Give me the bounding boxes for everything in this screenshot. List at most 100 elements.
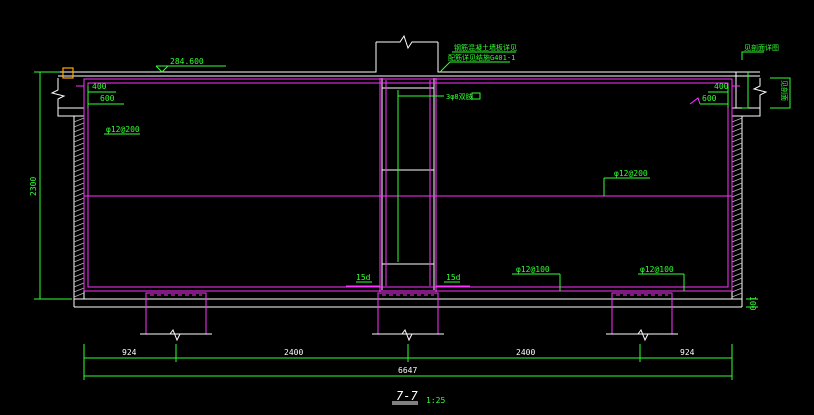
hatch-line [731, 162, 743, 168]
hatch-line [731, 147, 743, 153]
hatch-line [731, 172, 743, 178]
hatch-line [73, 292, 85, 298]
left-break [50, 78, 66, 108]
dim-bottom-3: 2400 [516, 348, 535, 357]
hatch-line [731, 237, 743, 243]
hatch-line [73, 167, 85, 173]
anchor-hook-left [346, 285, 381, 292]
top-slab-left [58, 42, 377, 73]
hatch-line [731, 247, 743, 253]
rebar-right-label: φ12@200 [614, 169, 648, 178]
hatch-line [73, 277, 85, 283]
hatch-line [731, 127, 743, 133]
hatch-line [73, 177, 85, 183]
hatch-line [731, 167, 743, 173]
base-thk-label: 100 [748, 296, 757, 311]
selection-grip[interactable] [62, 67, 74, 79]
rebar-bottom-right-label: φ12@100 [640, 265, 674, 274]
rebar-bottom-mid-label: φ12@100 [516, 265, 550, 274]
right-break [752, 78, 768, 108]
hatch-line [731, 262, 743, 268]
dim-600-left: 600 [100, 94, 115, 103]
ground-beam-left [140, 292, 212, 335]
hatch-line [731, 282, 743, 288]
leader-right-note [741, 51, 764, 60]
hatch-line [73, 127, 85, 133]
hatch-line [731, 192, 743, 198]
annotation-group [34, 51, 791, 405]
hatch-line [731, 257, 743, 263]
hatch-line [73, 162, 85, 168]
dim-bottom-4: 924 [680, 348, 695, 357]
dim-bottom-2: 2400 [284, 348, 303, 357]
rebar-outer-box [83, 78, 733, 292]
stirrup-label: 3φ8双肢 [446, 92, 473, 101]
hatch-line [731, 157, 743, 163]
hatch-line [731, 117, 743, 123]
hatch-line [73, 262, 85, 268]
left-wall-cap [57, 107, 85, 117]
column-break-top [376, 34, 438, 50]
rebar-inner-box [87, 82, 729, 288]
hatch-line [73, 242, 85, 248]
hatch-line [731, 222, 743, 228]
hatch-line [73, 157, 85, 163]
dim-total-label: 6647 [398, 366, 417, 375]
hatch-line [73, 202, 85, 208]
hatch-line [73, 222, 85, 228]
elevation-marker [155, 65, 170, 73]
hatch-line [73, 187, 85, 193]
hatch-line [731, 122, 743, 128]
note-top-line2: 配筋详见结施G401-1 [448, 53, 515, 62]
section-scale: 1:25 [426, 396, 445, 405]
elevation-label: 284.600 [170, 57, 204, 66]
hatch-line [731, 242, 743, 248]
hatch-line [731, 132, 743, 138]
hatch-line [731, 277, 743, 283]
hatch-line [731, 292, 743, 298]
hatch-line [73, 217, 85, 223]
hatch-line [73, 132, 85, 138]
dim-height-label: 2300 [29, 177, 38, 196]
rebar-group [76, 78, 740, 335]
hatch-line [73, 287, 85, 293]
hatch-line [731, 217, 743, 223]
hatch-line [73, 267, 85, 273]
rebar-left-label: φ12@200 [106, 125, 140, 134]
dim-600-right: 600 [702, 94, 717, 103]
hatch-line [73, 197, 85, 203]
hatch-line [73, 252, 85, 258]
hatch-line [73, 237, 85, 243]
hatch-line [73, 232, 85, 238]
hatch-line [731, 207, 743, 213]
dim-bottom-1: 924 [122, 348, 137, 357]
hatch-line [731, 177, 743, 183]
hatch-line [73, 147, 85, 153]
hatch-line [73, 142, 85, 148]
hatch-line [73, 172, 85, 178]
ground-beam-right [606, 292, 678, 335]
hatch-line [731, 152, 743, 158]
note-right: 见剖面详图 [744, 43, 779, 52]
note-top-line1: 钢筋混凝土墙板详见 [454, 43, 517, 52]
left-stub-rebar [76, 85, 85, 100]
hatch-line [73, 152, 85, 158]
section-title: 7-7 [396, 389, 418, 403]
hatch-line [73, 182, 85, 188]
hatch-line [731, 142, 743, 148]
hatch-line [731, 267, 743, 273]
ground-beam-mid [372, 292, 444, 335]
hatch-line [731, 272, 743, 278]
right-stub-rebar [731, 85, 740, 100]
hatch-line [731, 252, 743, 258]
hatch-line [731, 187, 743, 193]
hatch-line [731, 227, 743, 233]
note-right-side: 见剖面 [780, 80, 789, 101]
hatch-line [731, 182, 743, 188]
hatch-line [73, 117, 85, 123]
hatch-line [73, 227, 85, 233]
anchor-right-label: 15d [446, 273, 461, 282]
leader-top-note [439, 61, 510, 73]
dim-400-left: 400 [92, 82, 107, 91]
